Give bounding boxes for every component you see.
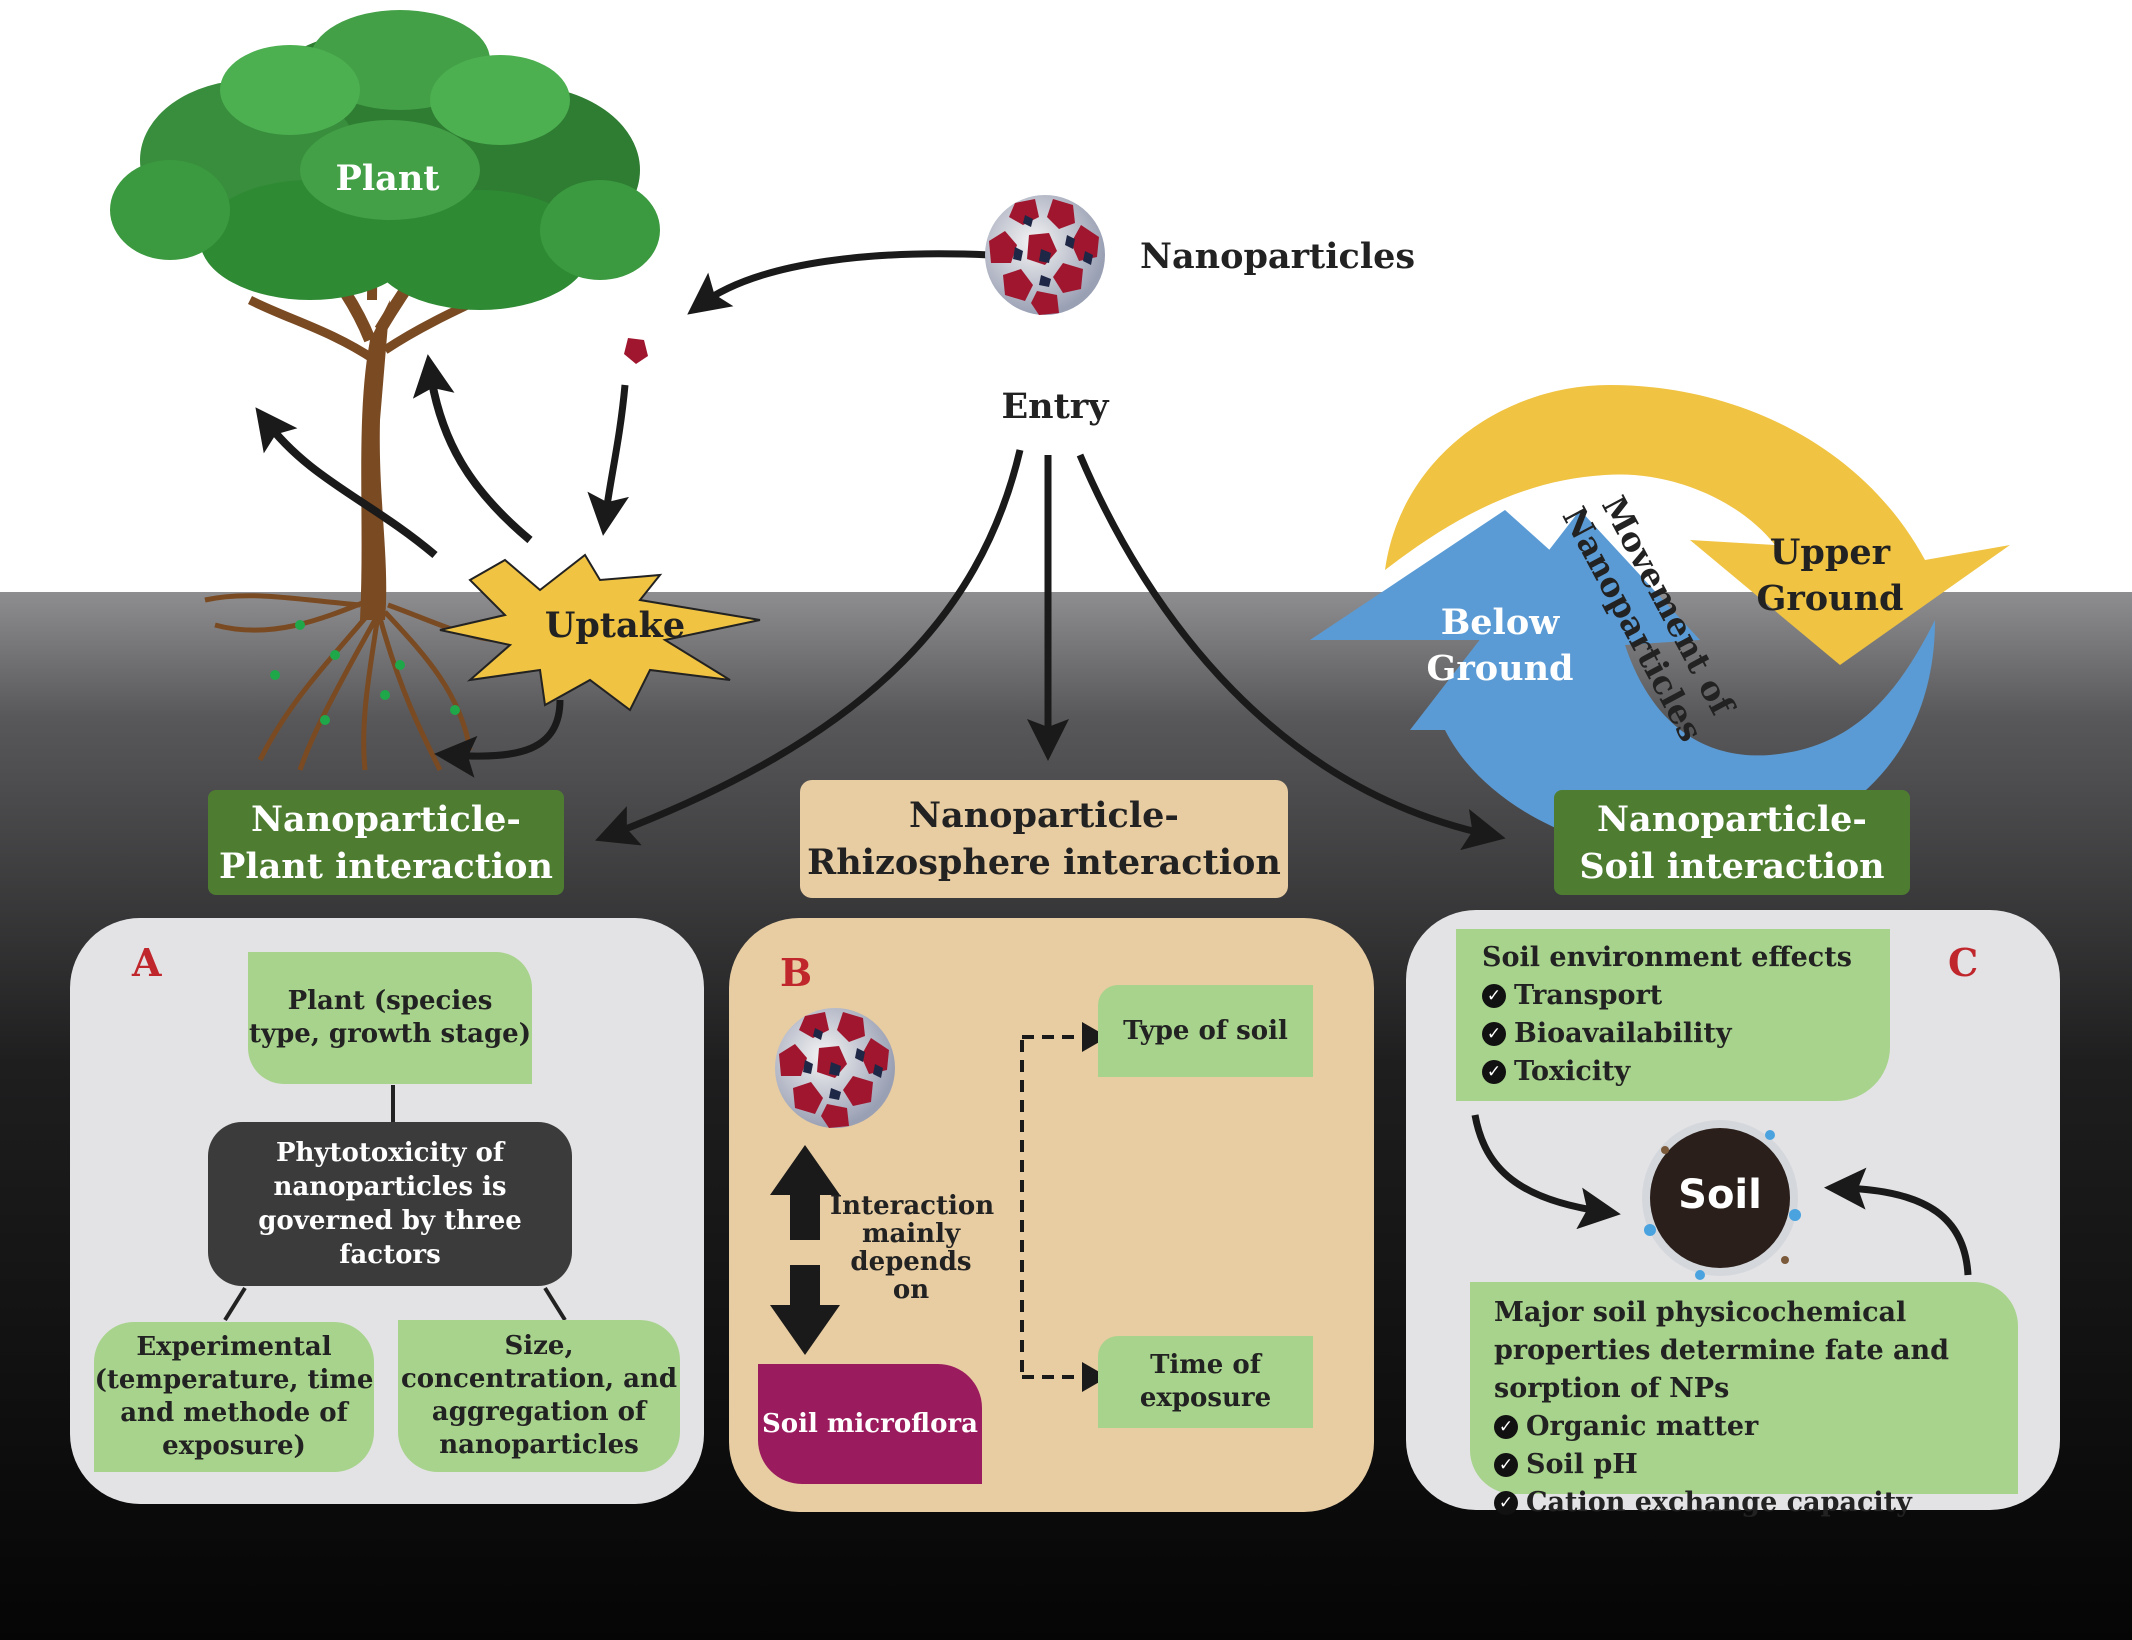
effect-item: ✓Transport — [1482, 977, 1864, 1015]
type-of-soil-box: Type of soil — [1098, 985, 1313, 1077]
time-of-exposure-box: Time of exposure — [1098, 1336, 1313, 1428]
phytotoxicity-box: Phytotoxicity of nanoparticles is govern… — [208, 1122, 572, 1286]
interaction-depends-text: Interaction mainly depends on — [830, 1191, 995, 1305]
panel-a-letter: A — [132, 940, 162, 985]
experimental-factor-box: Experimental (temperature, time and meth… — [94, 1322, 374, 1472]
soil-effects-box: Soil environment effects ✓Transport ✓Bio… — [1456, 929, 1890, 1101]
uptake-to-plant-arrow-1 — [255, 407, 438, 559]
check-icon: ✓ — [1494, 1491, 1518, 1515]
soil-effects-list: ✓Transport ✓Bioavailability ✓Toxicity — [1482, 977, 1864, 1091]
tree-illustration — [110, 10, 660, 772]
entry-to-plant-arrow — [595, 449, 1024, 846]
panel-b-nanoparticle-icon — [775, 1008, 895, 1128]
nanoparticle-icon — [985, 195, 1105, 315]
entry-label: Entry — [1001, 386, 1109, 427]
dashed-arrowhead-bottom — [1082, 1362, 1108, 1392]
nanoparticle-to-plant-arrow — [687, 250, 991, 315]
plant-interaction-header: Nanoparticle- Plant interaction — [208, 790, 564, 895]
property-item: ✓Soil pH — [1494, 1446, 1994, 1484]
check-icon: ✓ — [1494, 1415, 1518, 1439]
nanoparticles-label: Nanoparticles — [1140, 236, 1416, 277]
panel-a-connector-left — [223, 1286, 247, 1322]
uptake-to-plant-interaction-arrow — [434, 699, 564, 778]
particle-to-uptake-arrow — [587, 384, 630, 536]
soil-properties-box: Major soil physicochemical properties de… — [1470, 1282, 2018, 1518]
uptake-label: Uptake — [544, 605, 686, 646]
check-icon: ✓ — [1482, 1022, 1506, 1046]
panel-a-connector-right — [543, 1286, 567, 1322]
plant-factor-box: Plant (species type, growth stage) — [248, 952, 532, 1084]
small-nanoparticle-icon — [624, 338, 648, 364]
panel-b-letter: B — [780, 950, 813, 995]
size-factor-box: Size, concentration, and aggregation of … — [398, 1320, 680, 1472]
property-item: ✓Organic matter — [1494, 1408, 1994, 1446]
entry-to-soil-arrow — [1076, 453, 1506, 851]
up-down-arrow — [770, 1145, 840, 1355]
panel-c-letter: C — [1948, 940, 1979, 985]
effect-item: ✓Toxicity — [1482, 1053, 1864, 1091]
soil-properties-title: Major soil physicochemical properties de… — [1494, 1297, 1950, 1404]
soil-effects-title: Soil environment effects — [1482, 942, 1852, 973]
properties-to-soil-arrow — [1824, 1167, 1972, 1276]
rhizosphere-interaction-header: Nanoparticle- Rhizosphere interaction — [800, 780, 1288, 898]
soil-label: Soil — [1678, 1172, 1762, 1218]
property-item: ✓Cation exchange capacity — [1494, 1484, 1994, 1522]
dashed-arrowhead-top — [1082, 1022, 1108, 1052]
soil-properties-list: ✓Organic matter ✓Soil pH ✓Cation exchang… — [1494, 1408, 1994, 1522]
check-icon: ✓ — [1482, 984, 1506, 1008]
check-icon: ✓ — [1494, 1453, 1518, 1477]
below-ground-label: Below Ground — [1426, 602, 1574, 689]
soil-interaction-header: Nanoparticle- Soil interaction — [1554, 790, 1910, 895]
soil-microflora-box: Soil microflora — [758, 1364, 982, 1484]
uptake-to-plant-arrow-2 — [412, 354, 533, 544]
check-icon: ✓ — [1482, 1060, 1506, 1084]
upper-ground-label: Upper Ground — [1756, 532, 1904, 619]
plant-label: Plant — [335, 158, 440, 199]
effects-to-soil-arrow — [1471, 1114, 1621, 1230]
dashed-bracket — [1020, 1035, 1082, 1379]
effect-item: ✓Bioavailability — [1482, 1015, 1864, 1053]
soil-particle-icon — [1642, 1120, 1801, 1280]
upper-ground-arrow — [1385, 385, 2010, 665]
uptake-starburst — [439, 553, 761, 712]
below-ground-arrow — [1310, 510, 1935, 856]
